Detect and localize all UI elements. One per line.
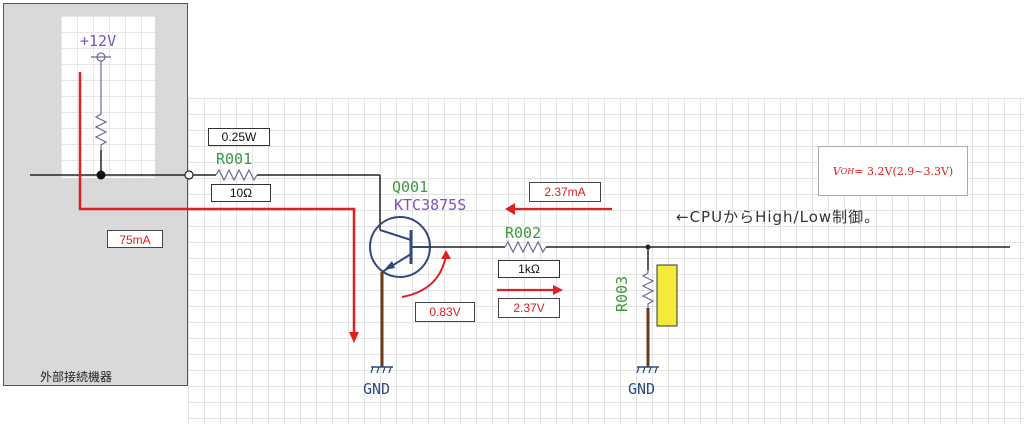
cpu-control-note: ←CPUからHigh/Low制御。 — [676, 208, 881, 226]
current-path-75ma — [78, 72, 356, 338]
voh-symbol: V — [832, 164, 841, 178]
r001-resistance-label: 10Ω — [211, 184, 271, 202]
q001-name: Q001 — [392, 178, 429, 196]
q001-part: KTC3875S — [394, 196, 467, 214]
r003-highlight — [656, 264, 678, 327]
external-device-label: 外部接続機器 — [40, 370, 113, 384]
current-arrowhead-75ma — [349, 332, 359, 343]
current-75ma-label: 75mA — [107, 230, 163, 248]
r003-resistor — [641, 270, 655, 308]
r002-resistor — [504, 240, 547, 254]
ground-symbol-r003 — [636, 366, 659, 374]
external-device-inner-panel — [61, 16, 155, 178]
connector-terminal — [184, 170, 194, 180]
voh-subscript: OH — [840, 166, 855, 176]
voltage-237v-label: 2.37V — [498, 298, 560, 318]
r003-name: R003 — [613, 275, 631, 312]
ground-label-r003: GND — [628, 380, 656, 398]
r002-resistance-label: 1kΩ — [498, 260, 560, 278]
junction-dot — [96, 170, 106, 180]
r002-name: R002 — [505, 224, 542, 242]
supply-12v-symbol — [91, 52, 111, 110]
voh-value: = 3.2V(2.9~3.3V) — [854, 164, 954, 178]
external-device-box: 外部接続機器 — [3, 3, 188, 386]
arrow-vbe — [401, 254, 447, 298]
supply-label: +12V — [80, 32, 117, 50]
q001-transistor — [369, 216, 431, 278]
ground-label-q001: GND — [363, 380, 391, 398]
pullup-resistor — [94, 110, 108, 150]
r001-name: R001 — [216, 150, 253, 168]
r001-resistor — [215, 168, 258, 182]
ground-symbol-q001 — [370, 366, 393, 374]
current-237ma-label: 2.37mA — [529, 182, 601, 202]
r001-power-label: 0.25W — [208, 128, 270, 146]
vbe-083v-label: 0.83V — [415, 302, 475, 322]
